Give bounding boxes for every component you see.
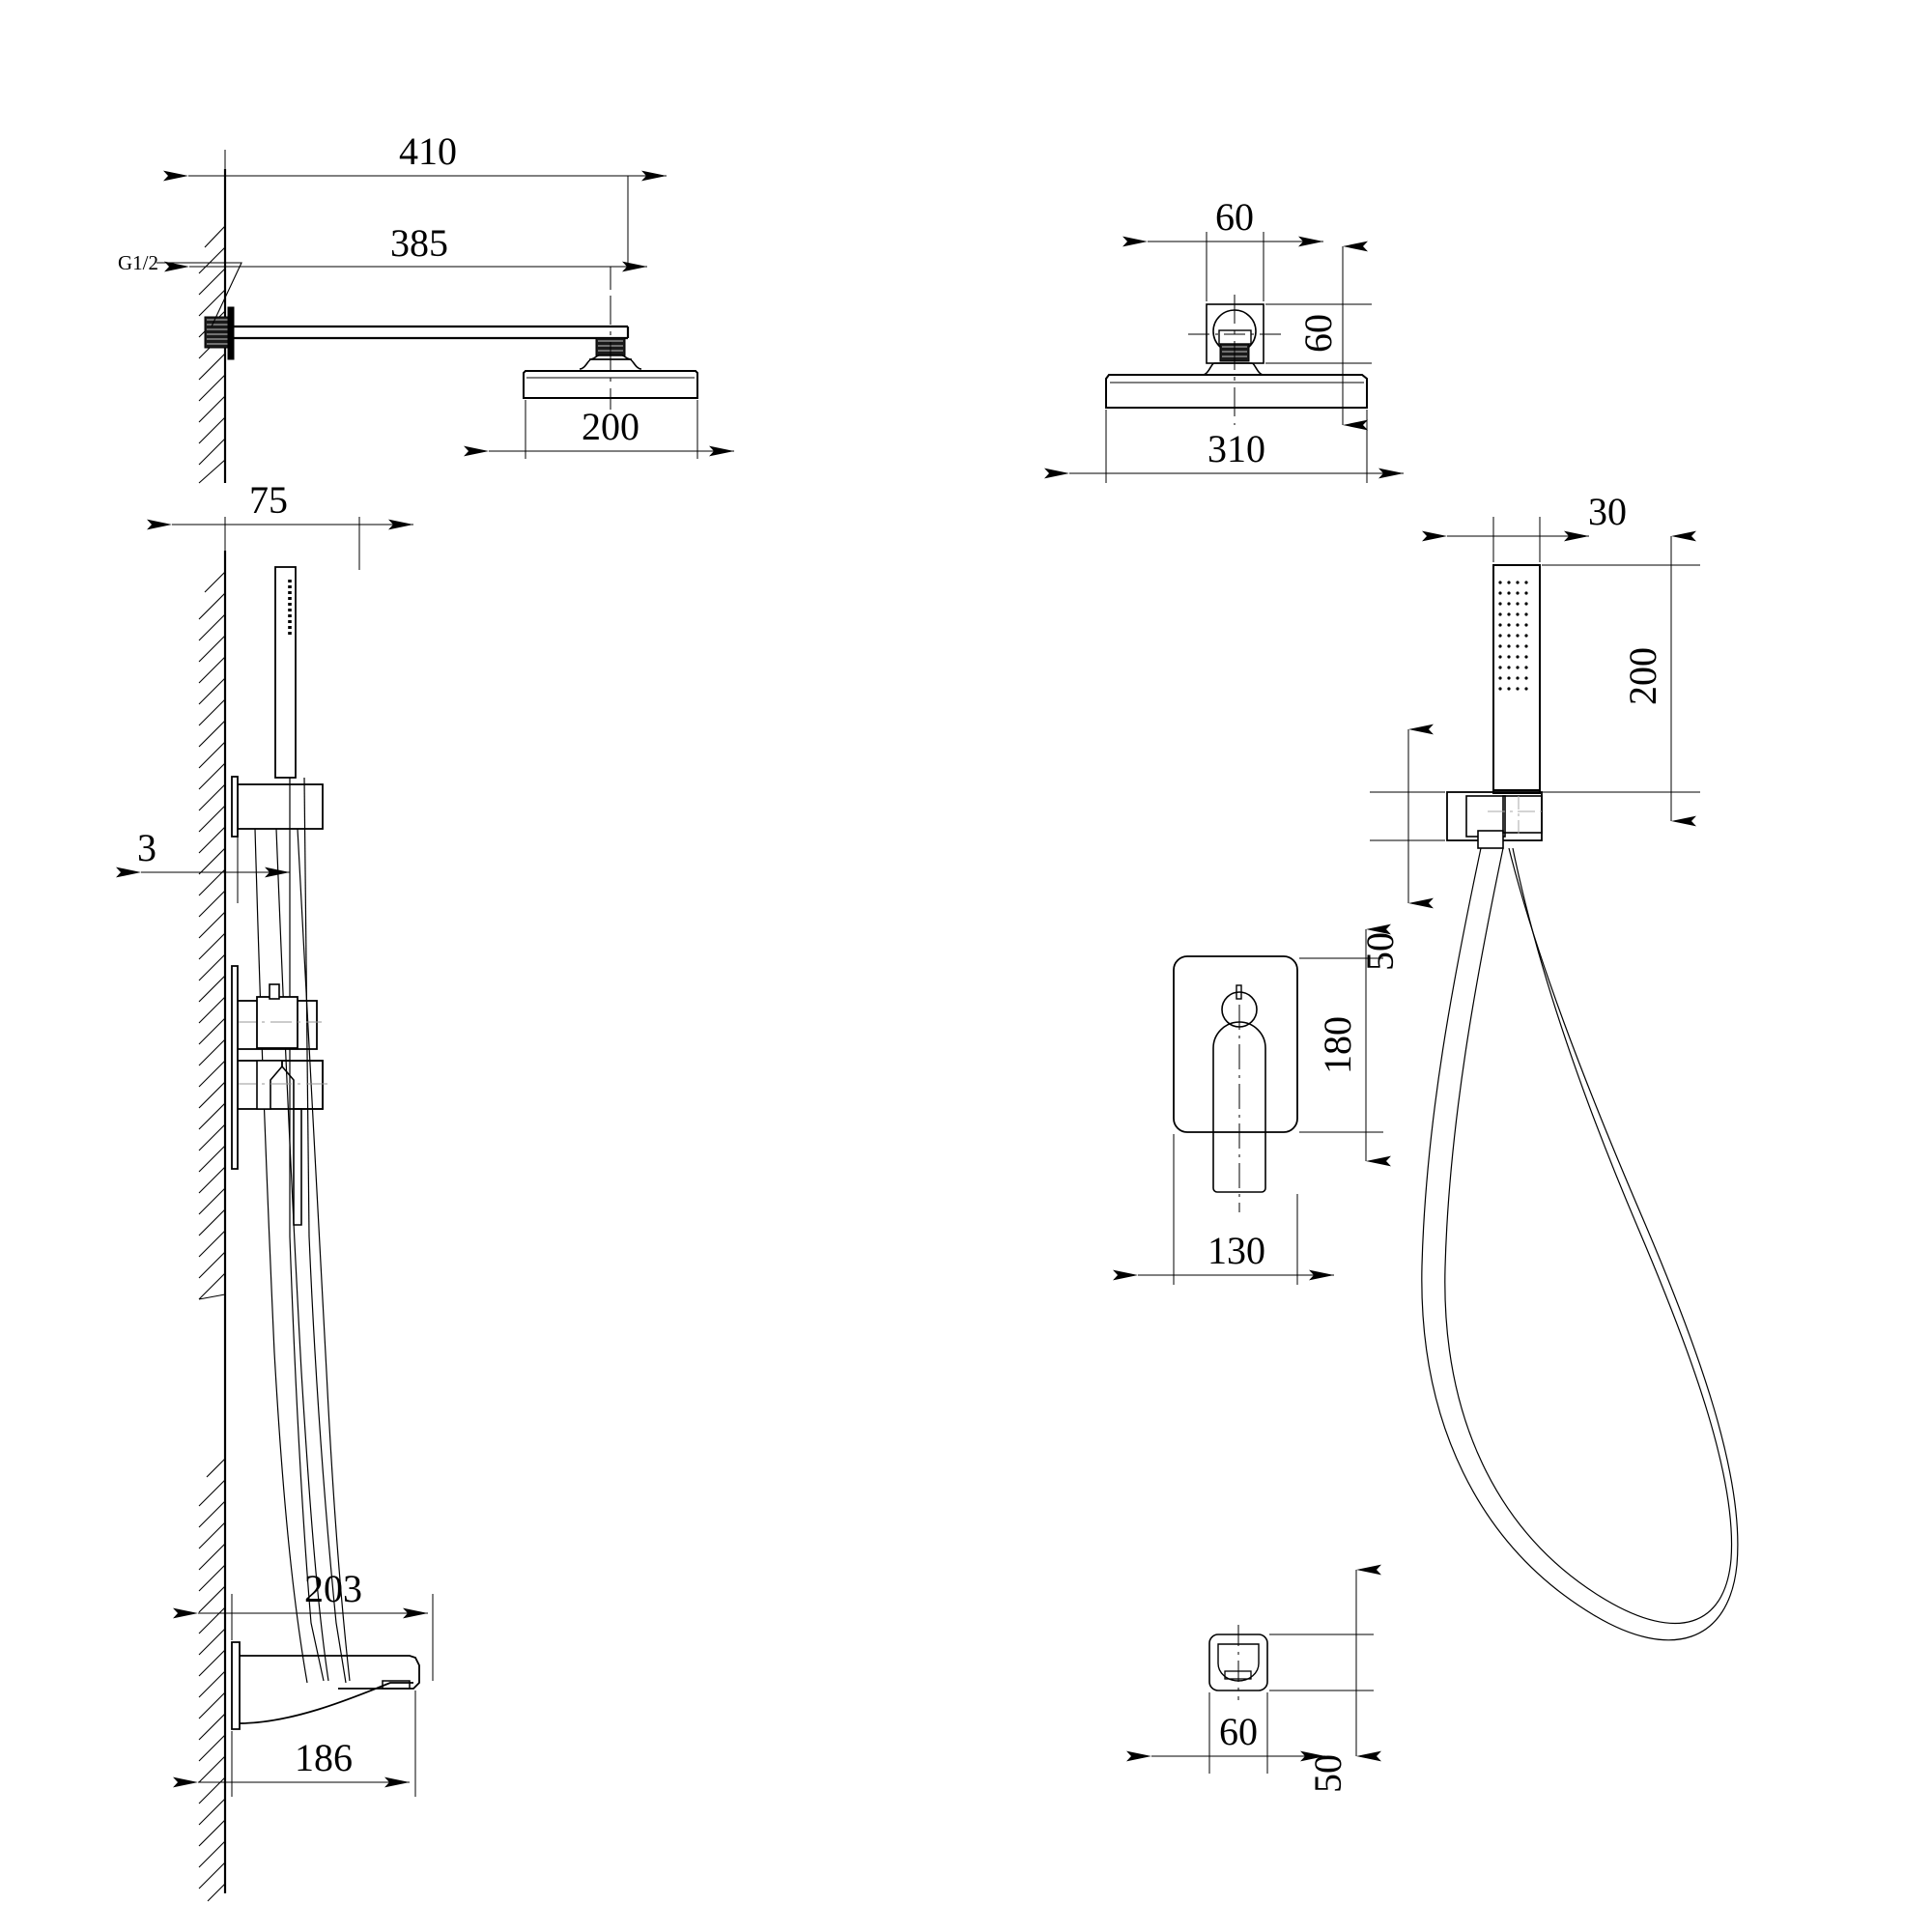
dimension-50-outlet <box>1269 1564 1381 1762</box>
hose-lines-side <box>254 777 351 1684</box>
dim-label-3: 3 <box>137 826 156 869</box>
dimension-50-bracket <box>1370 724 1445 909</box>
dim-label-310: 310 <box>1208 427 1265 470</box>
dim-label-200-head: 200 <box>582 405 639 448</box>
mixer-lever-front <box>1212 1021 1266 1193</box>
dim-label-60-outlet: 60 <box>1219 1710 1258 1753</box>
dimension-410 <box>163 150 667 266</box>
dim-label-410: 410 <box>399 129 457 173</box>
mixer-body-side <box>235 1060 328 1110</box>
dim-label-50-outlet: 50 <box>1306 1754 1350 1793</box>
spray-holes-pattern <box>1498 581 1528 691</box>
mixer-trim-plate-edge <box>231 965 239 1170</box>
view-outlet-front <box>1126 1564 1381 1774</box>
dimension-text-layer: 410 385 200 G1/2 60 60 310 75 3 203 186 … <box>118 129 1664 1793</box>
wall-hatch-riser-lower <box>198 1458 226 1902</box>
dim-label-180: 180 <box>1316 1016 1359 1074</box>
dim-label-203: 203 <box>304 1567 362 1610</box>
view-shower-arm-side <box>156 150 734 484</box>
mixer-lever-side <box>293 1108 302 1226</box>
wall-hatch-arm-view <box>198 225 226 484</box>
hose-taper-side <box>289 1236 347 1684</box>
diverter-knob-indicator <box>1236 984 1242 1000</box>
dimension-30 <box>1422 517 1589 562</box>
hand-shower-handle-front <box>1492 564 1541 794</box>
dim-label-186: 186 <box>295 1736 353 1779</box>
hose-loop-front <box>1421 847 1739 1641</box>
dim-label-75: 75 <box>249 478 288 522</box>
view-rain-head-front <box>1044 232 1404 483</box>
leader-g12 <box>156 262 242 327</box>
dimension-60-width <box>1122 232 1323 301</box>
dimension-180 <box>1299 923 1391 1167</box>
hand-shower-handle-side <box>274 566 297 779</box>
dim-label-130: 130 <box>1208 1229 1265 1272</box>
rain-head-body-front <box>1105 374 1368 409</box>
rain-head-front-neck <box>1202 362 1264 376</box>
mixer-trim-plate-front <box>1173 955 1298 1133</box>
dim-label-200-handle: 200 <box>1621 647 1664 705</box>
outlet-inner-shape <box>1217 1643 1260 1682</box>
hand-shower-bracket-front <box>1446 791 1543 849</box>
wall-bracket-side <box>231 776 324 838</box>
thread-nipple-g12 <box>204 316 229 349</box>
dim-label-385: 385 <box>390 221 448 265</box>
view-mixer-front <box>1113 923 1391 1285</box>
dimension-130 <box>1113 1134 1334 1285</box>
dimension-60-outlet <box>1126 1692 1325 1774</box>
dimension-310 <box>1044 410 1404 483</box>
view-hand-shower-front <box>1370 517 1739 1641</box>
dim-label-30: 30 <box>1588 490 1627 533</box>
arm-wall-flange <box>227 306 235 360</box>
dim-label-60-height: 60 <box>1296 314 1340 353</box>
dimension-186 <box>173 1690 416 1797</box>
dimension-203 <box>173 1594 434 1681</box>
wall-hatch-riser-upper <box>198 571 226 1300</box>
view-riser-side <box>116 517 434 1902</box>
dimension-3 <box>116 826 290 903</box>
wall-spout-side <box>231 1641 420 1730</box>
dimension-60-height <box>1265 241 1372 431</box>
dimension-75 <box>147 517 413 570</box>
dimension-200-head <box>464 400 734 459</box>
dim-label-g12: G1/2 <box>118 251 158 274</box>
dim-label-60-width: 60 <box>1215 195 1254 239</box>
dimension-200-handle <box>1542 530 1700 827</box>
dim-label-50-bracket: 50 <box>1358 932 1402 971</box>
shower-arm-tube <box>232 325 630 340</box>
diverter-block-side <box>235 983 322 1050</box>
